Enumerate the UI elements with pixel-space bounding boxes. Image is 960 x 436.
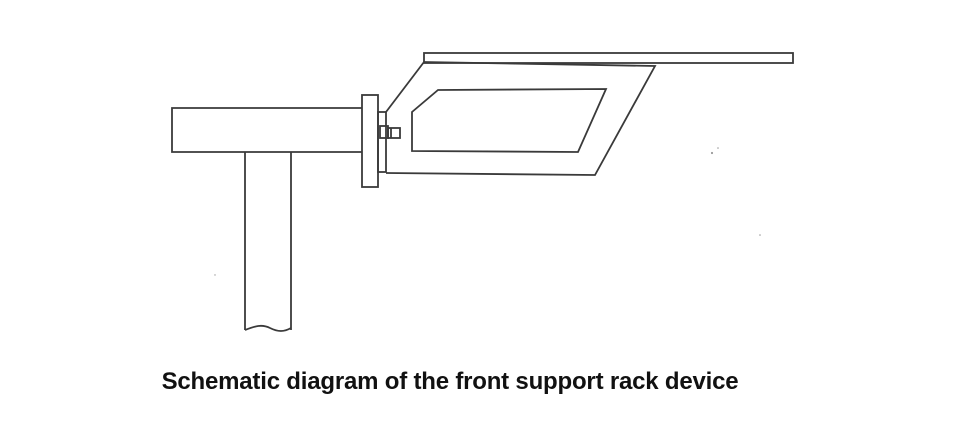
bolt-nut xyxy=(387,127,401,139)
scan-speck xyxy=(710,151,714,155)
scan-speck xyxy=(214,274,216,276)
bracket-inner-cutout xyxy=(411,88,608,153)
diagram-caption: Schematic diagram of the front support r… xyxy=(161,368,739,395)
post-break-line xyxy=(244,324,292,332)
top-support-plate xyxy=(423,52,794,64)
scan-speck xyxy=(717,147,719,149)
mounting-flange xyxy=(361,94,379,188)
vertical-post xyxy=(244,152,292,330)
scan-speck xyxy=(759,234,761,236)
bracket-outer-frame xyxy=(385,61,657,176)
flange-spacer xyxy=(377,111,387,173)
horizontal-beam xyxy=(171,107,362,153)
